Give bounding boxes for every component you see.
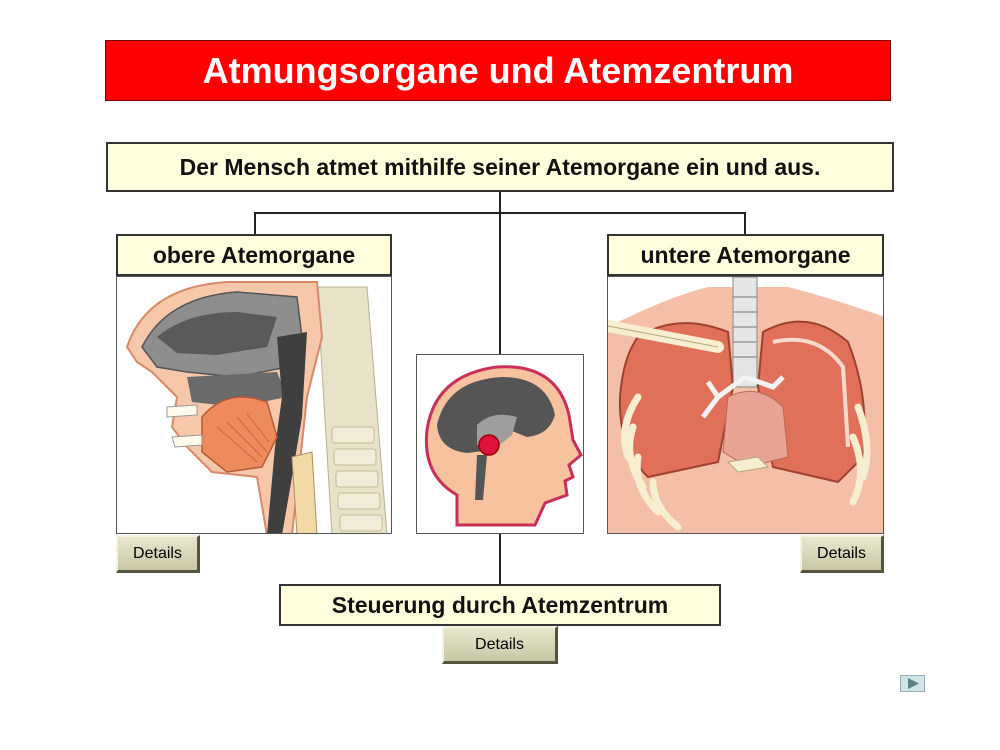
connector-horizontal [254,212,746,214]
upper-organs-details-button[interactable]: Details [116,535,200,573]
play-arrow-icon [907,678,919,689]
upper-airways-illustration [116,276,392,534]
brain-illustration [416,354,584,534]
headline-box: Der Mensch atmet mithilfe seiner Atemorg… [106,142,894,192]
upper-organs-label: obere Atemorgane [116,234,392,276]
lower-organs-label: untere Atemorgane [607,234,884,276]
lower-organs-details-button[interactable]: Details [800,535,884,573]
connector-left-drop [254,212,256,234]
connector-right-drop [744,212,746,234]
connector-vertical-center [499,192,501,354]
lower-airways-illustration [607,276,884,534]
connector-center-bottom [499,534,501,584]
page-title: Atmungsorgane und Atemzentrum [105,40,891,101]
control-label: Steuerung durch Atemzentrum [279,584,721,626]
next-slide-button[interactable] [900,675,925,692]
control-details-button[interactable]: Details [442,626,558,664]
